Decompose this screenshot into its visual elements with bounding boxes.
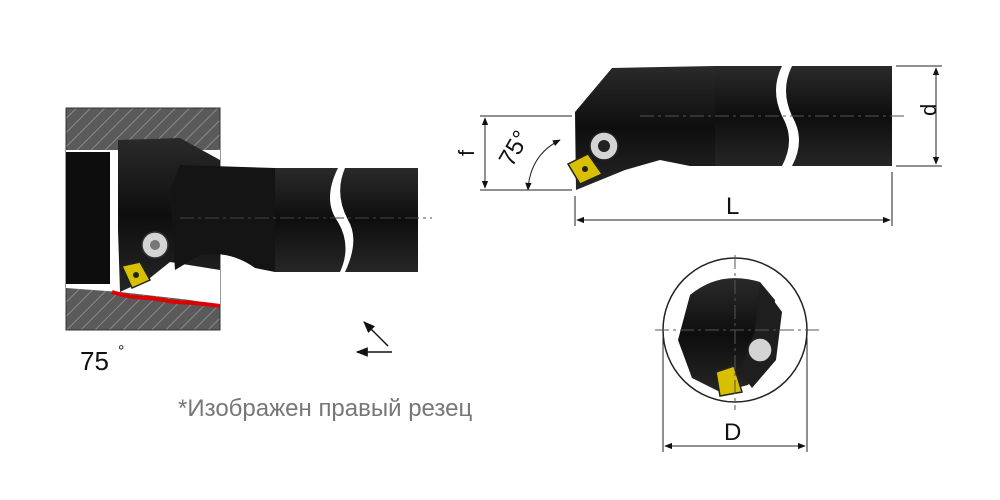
angle-arc [525,139,561,191]
degree-mark: ° [118,343,124,360]
tool-end-view: D [655,255,820,452]
bore-section-view: 75 ° [65,107,432,376]
dim-label-d: d [916,104,941,116]
tool-neck [170,165,275,272]
end-view-head [740,282,782,388]
tool-shank-end-side [786,66,892,166]
angle-label-right: 75° [494,126,536,171]
tool-shank [275,168,346,272]
dim-label-f: f [454,149,479,156]
end-view-screw [747,337,773,363]
note-text: *Изображен правый резец [178,395,472,422]
feed-direction-arrows-icon [355,321,392,357]
insert-hole [133,272,139,278]
bore-wall [66,152,110,284]
dim-label-D: D [724,419,741,446]
tool-shank-end [340,168,418,272]
dim-label-L: L [726,193,739,220]
tool-side-view: f 75° L d [454,65,942,226]
cut-line [111,290,221,308]
angle-label-left: 75 [80,346,109,376]
